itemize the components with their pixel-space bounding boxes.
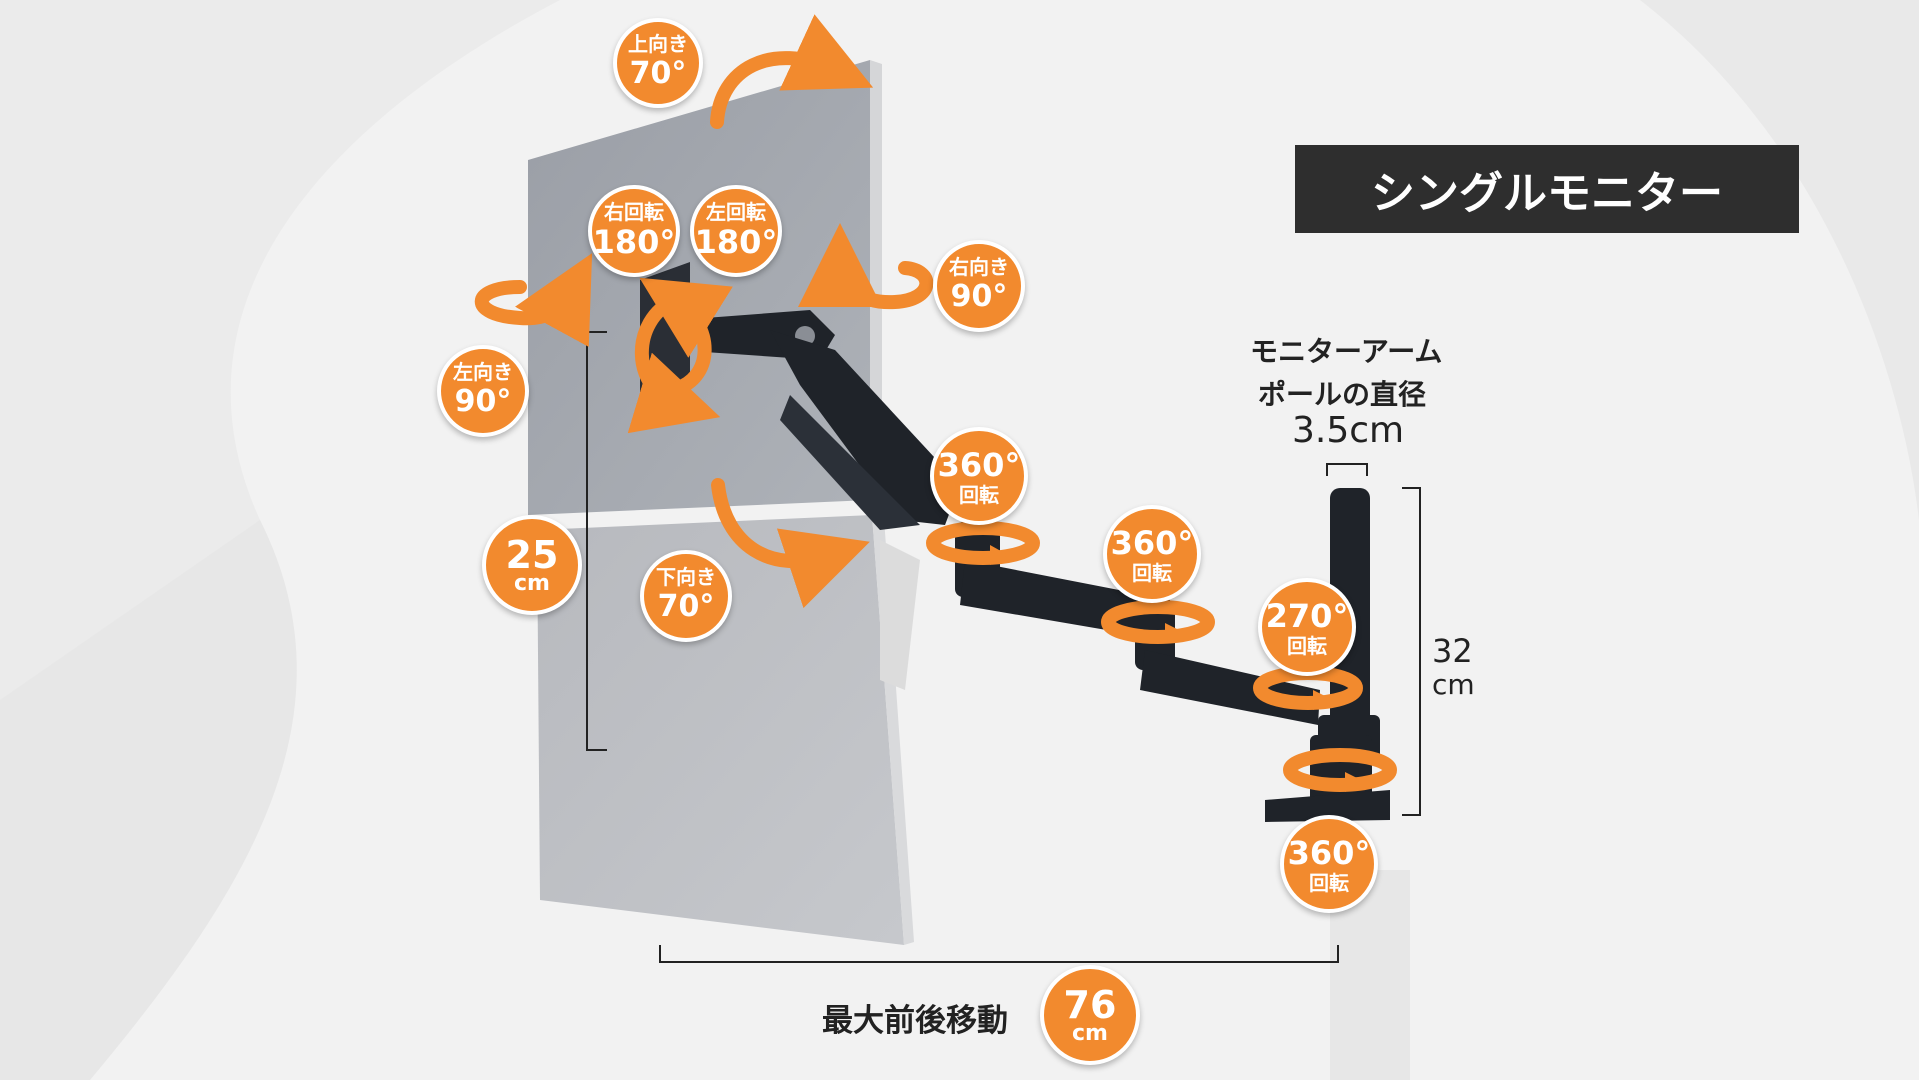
tilt-down-label: 下向き — [656, 565, 716, 589]
joint-3-label: 回転 — [1287, 634, 1327, 658]
pole-height-value: 32 — [1432, 632, 1473, 670]
motion-arrows — [474, 14, 1397, 792]
joint-1-badge: 360° 回転 — [930, 427, 1028, 525]
tilt-up-value: 70° — [629, 56, 687, 91]
pole-label-line2: ポールの直径 — [1258, 378, 1427, 411]
joint-4-badge: 360° 回転 — [1280, 815, 1378, 913]
tilt-down-badge: 下向き 70° — [640, 550, 732, 642]
joint-3-value: 270° — [1265, 597, 1349, 635]
joint-4-label: 回転 — [1309, 871, 1349, 895]
swivel-left-label: 左向き — [453, 360, 513, 384]
pole-label-line1: モニターアーム — [1250, 335, 1443, 368]
rotate-left-label: 左回転 — [706, 200, 766, 224]
joint-2-value: 360° — [1110, 524, 1194, 562]
tilt-down-value: 70° — [657, 589, 715, 624]
height-adjust-badge: 25 cm — [482, 515, 582, 615]
reach-value: 76 — [1063, 983, 1117, 1027]
joint-1-label: 回転 — [959, 483, 999, 507]
joint-2-badge: 360° 回転 — [1103, 505, 1201, 603]
height-adjust-unit: cm — [514, 571, 550, 596]
joint-2-label: 回転 — [1132, 561, 1172, 585]
swivel-left-value: 90° — [454, 384, 512, 419]
pole-diameter-value: 3.5cm — [1292, 410, 1405, 451]
joint-1-value: 360° — [937, 446, 1021, 484]
rotate-right-value: 180° — [592, 223, 676, 261]
tilt-up-badge: 上向き 70° — [613, 18, 703, 108]
height-adjust-value: 25 — [505, 533, 559, 577]
reach-unit: cm — [1072, 1021, 1108, 1046]
joint-3-badge: 270° 回転 — [1258, 578, 1356, 676]
page-title: シングルモニター — [1295, 145, 1799, 233]
swivel-right-badge: 右向き 90° — [933, 240, 1025, 332]
rotate-left-badge: 左回転 180° — [690, 185, 782, 277]
reach-badge: 76 cm — [1040, 965, 1140, 1065]
reach-label: 最大前後移動 — [822, 1003, 1008, 1039]
measurement-lines — [586, 331, 1421, 963]
swivel-right-value: 90° — [950, 279, 1008, 314]
tilt-up-label: 上向き — [628, 32, 688, 56]
pole-height-unit: cm — [1432, 668, 1475, 701]
swivel-right-label: 右向き — [949, 255, 1009, 279]
rotate-left-value: 180° — [694, 223, 778, 261]
swivel-left-badge: 左向き 90° — [437, 345, 529, 437]
joint-4-value: 360° — [1287, 834, 1371, 872]
rotate-right-label: 右回転 — [604, 200, 664, 224]
rotate-right-badge: 右回転 180° — [588, 185, 680, 277]
